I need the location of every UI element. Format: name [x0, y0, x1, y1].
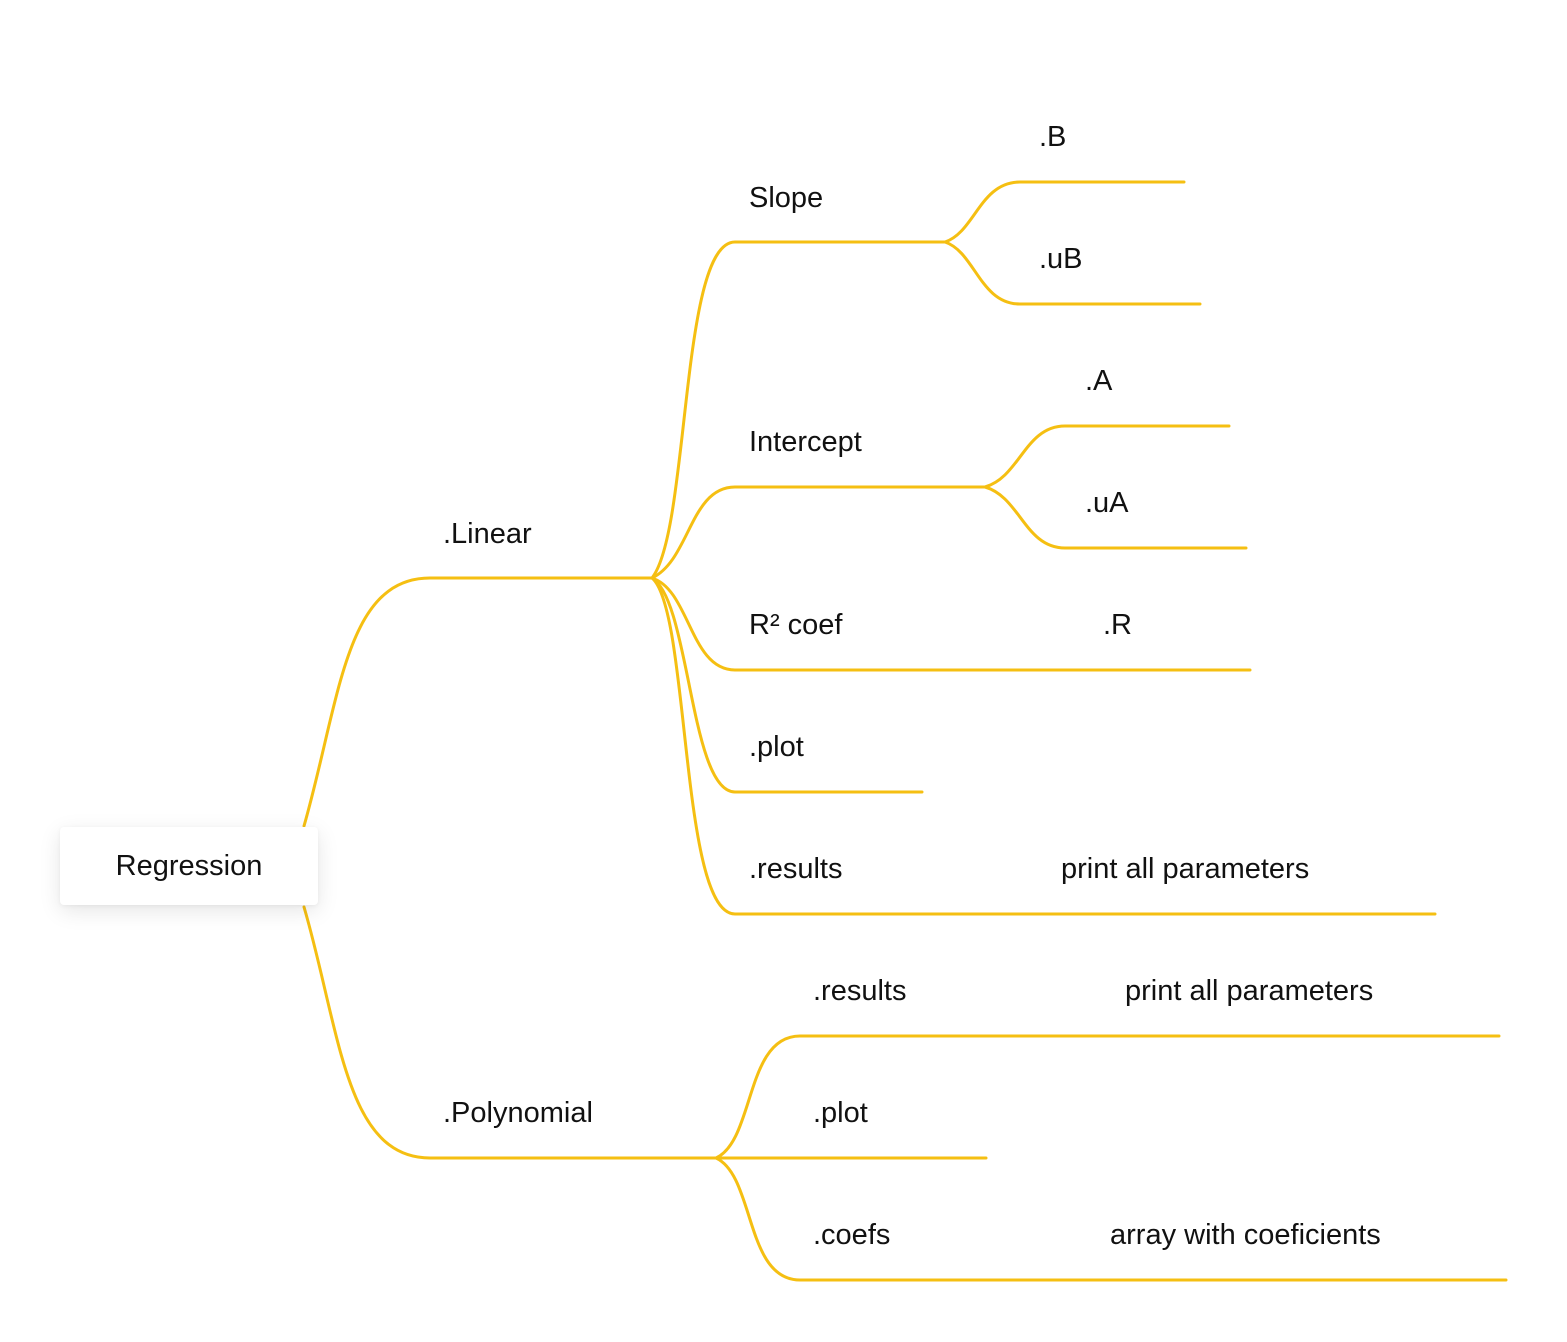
node-polynomial-results[interactable]: .results	[813, 975, 907, 1007]
link-polynomial-coefs	[714, 1156, 1508, 1282]
node-linear-plot[interactable]: .plot	[749, 731, 804, 763]
root-node-regression[interactable]: Regression	[60, 827, 318, 905]
link-slope-b	[943, 180, 1186, 244]
node-slope-ub[interactable]: .uB	[1039, 243, 1083, 275]
node-slope-b[interactable]: .B	[1039, 121, 1067, 153]
link-intercept-ua	[983, 485, 1248, 550]
node-intercept-ua[interactable]: .uA	[1085, 487, 1129, 519]
node-intercept[interactable]: Intercept	[749, 426, 862, 458]
link-root-polynomial	[302, 905, 718, 1160]
link-intercept-a	[983, 424, 1231, 489]
node-linear-results-note[interactable]: print all parameters	[1061, 853, 1310, 885]
link-linear-plot	[650, 576, 924, 794]
node-polynomial-coefs-note[interactable]: array with coeficients	[1110, 1219, 1381, 1251]
node-linear-results[interactable]: .results	[749, 853, 843, 885]
link-slope-ub	[943, 240, 1202, 306]
link-linear-intercept	[650, 485, 987, 580]
link-linear-r2	[650, 576, 1252, 672]
node-polynomial-plot[interactable]: .plot	[813, 1097, 868, 1129]
node-polynomial-results-note[interactable]: print all parameters	[1125, 975, 1374, 1007]
node-r2-value[interactable]: .R	[1103, 609, 1132, 641]
link-polynomial-results	[714, 1034, 1501, 1160]
node-intercept-a[interactable]: .A	[1085, 365, 1113, 397]
node-r2-coef[interactable]: R² coef	[749, 609, 843, 641]
link-root-linear	[302, 576, 654, 828]
node-linear[interactable]: .Linear	[443, 518, 532, 550]
link-linear-results	[650, 576, 1437, 916]
root-label: Regression	[115, 849, 263, 882]
node-polynomial[interactable]: .Polynomial	[443, 1097, 593, 1129]
link-linear-slope	[650, 240, 947, 580]
node-slope[interactable]: Slope	[749, 182, 824, 214]
node-polynomial-coefs[interactable]: .coefs	[813, 1219, 891, 1251]
